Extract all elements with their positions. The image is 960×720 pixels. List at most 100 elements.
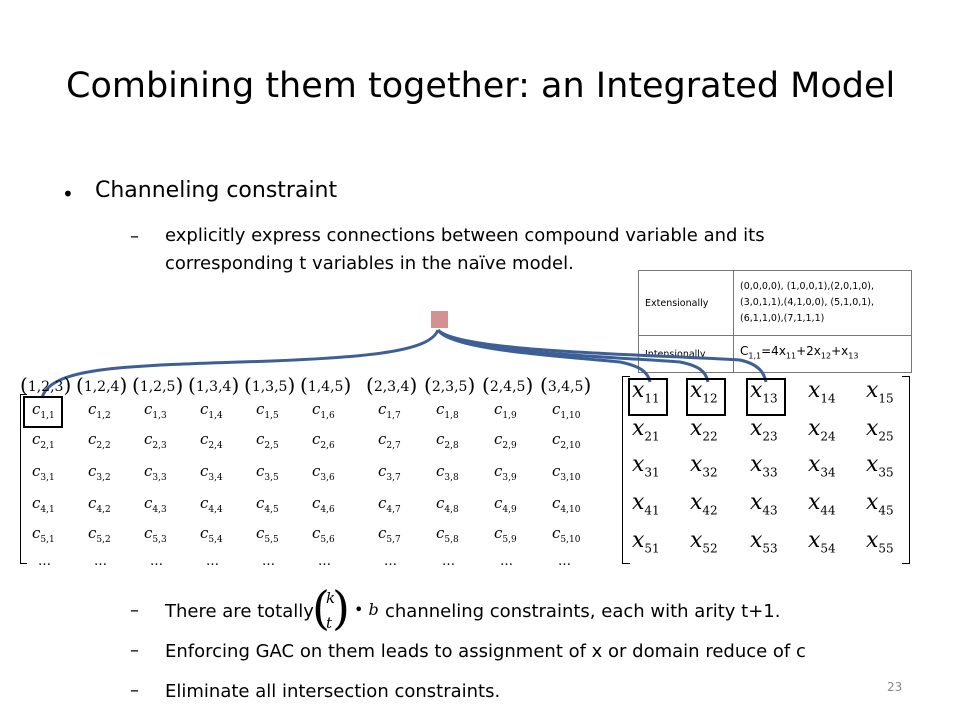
x-cell: x54: [808, 528, 836, 556]
compound-ellipsis: …: [38, 554, 51, 569]
compound-cell: c1,6: [312, 400, 335, 421]
compound-header: (1,3,5): [244, 373, 296, 397]
compound-cell: c3,10: [552, 462, 581, 483]
curve-to-c11: [40, 329, 440, 399]
compound-cell: c1,8: [436, 400, 459, 421]
compound-cell: c3,3: [144, 462, 167, 483]
compound-header: (1,2,3): [20, 373, 72, 397]
x-cell: x44: [808, 490, 836, 518]
compound-cell: c5,3: [144, 524, 167, 545]
compound-cell: c2,2: [88, 430, 111, 451]
x-highlight-box: [686, 378, 726, 416]
compound-cell: c3,5: [256, 462, 279, 483]
binom-multiplier: • b: [354, 600, 379, 619]
x-cell: x32: [690, 452, 718, 480]
x-cell: x14: [808, 378, 836, 406]
compound-cell: c4,8: [436, 494, 459, 515]
compound-cell: c4,2: [88, 494, 111, 515]
compound-cell: c5,6: [312, 524, 335, 545]
page-title: Combining them together: an Integrated M…: [66, 66, 896, 106]
compound-cell: c3,4: [200, 462, 223, 483]
x-cell: x45: [866, 490, 894, 518]
compound-cell: c5,8: [436, 524, 459, 545]
x-highlight-box: [628, 378, 668, 416]
compound-cell: c3,7: [378, 462, 401, 483]
compound-header: (1,2,5): [132, 373, 184, 397]
x-cell: x43: [750, 490, 778, 518]
constraint-definition-table: Extensionally (0,0,0,0), (1,0,0,1),(2,0,…: [638, 270, 912, 373]
x-cell: x22: [690, 416, 718, 444]
compound-cell: c2,7: [378, 430, 401, 451]
compound-ellipsis: …: [558, 554, 571, 569]
dash-marker: –: [130, 680, 139, 701]
compound-cell: c4,10: [552, 494, 581, 515]
compound-cell: c4,7: [378, 494, 401, 515]
x-cell: x21: [632, 416, 660, 444]
dash-marker: –: [130, 226, 139, 247]
compound-header: (1,2,4): [76, 373, 128, 397]
compound-ellipsis: …: [150, 554, 163, 569]
compound-cell: c1,5: [256, 400, 279, 421]
compound-cell: c5,1: [32, 524, 55, 545]
compound-cell: c2,3: [144, 430, 167, 451]
compound-cell: c5,2: [88, 524, 111, 545]
compound-cell: c2,5: [256, 430, 279, 451]
binomial-coefficient: ( k t ): [312, 581, 350, 635]
compound-cell: c4,3: [144, 494, 167, 515]
left-bracket: [20, 394, 27, 564]
binom-top: k: [326, 589, 336, 607]
compound-cell: c1,9: [494, 400, 517, 421]
sub-bullet-explicit: explicitly express connections between c…: [165, 225, 765, 274]
compound-header: (3,4,5): [540, 373, 592, 397]
x-cell: x35: [866, 452, 894, 480]
x-right-bracket: [902, 376, 910, 564]
compound-cell: c3,6: [312, 462, 335, 483]
curve-to-x12: [436, 328, 710, 383]
x-cell: x24: [808, 416, 836, 444]
x-cell: x23: [750, 416, 778, 444]
page-number: 23: [887, 680, 903, 694]
compound-cell: c4,4: [200, 494, 223, 515]
compound-cell: c3,8: [436, 462, 459, 483]
compound-cell: c5,7: [378, 524, 401, 545]
compound-cell: c3,9: [494, 462, 517, 483]
curve-to-x13: [436, 328, 768, 383]
x-highlight-box: [746, 378, 786, 416]
compound-cell: c5,5: [256, 524, 279, 545]
compound-cell: c1,2: [88, 400, 111, 421]
compound-cell: c5,9: [494, 524, 517, 545]
x-cell: x55: [866, 528, 894, 556]
sub-bullet-gac: Enforcing GAC on them leads to assignmen…: [165, 641, 806, 662]
compound-ellipsis: …: [262, 554, 275, 569]
binom-bottom: t: [326, 614, 333, 632]
x-cell: x33: [750, 452, 778, 480]
bullet-marker: •: [62, 182, 74, 206]
x-cell: x31: [632, 452, 660, 480]
compound-ellipsis: …: [384, 554, 397, 569]
x-cell: x53: [750, 528, 778, 556]
sub-bullet-totally: There are totally: [165, 601, 314, 622]
compound-cell: c4,6: [312, 494, 335, 515]
dash-marker: –: [130, 600, 139, 621]
compound-cell: c2,10: [552, 430, 581, 451]
compound-ellipsis: …: [318, 554, 331, 569]
compound-header: (2,4,5): [482, 373, 534, 397]
compound-cell: c3,2: [88, 462, 111, 483]
x-cell: x11: [632, 378, 660, 406]
compound-cell: c2,8: [436, 430, 459, 451]
compound-cell: c2,9: [494, 430, 517, 451]
x-cell: x52: [690, 528, 718, 556]
x-cell: x42: [690, 490, 718, 518]
compound-cell: c1,3: [144, 400, 167, 421]
x-cell: x13: [750, 378, 778, 406]
compound-cell: c2,6: [312, 430, 335, 451]
compound-cell: c5,4: [200, 524, 223, 545]
dash-marker: –: [130, 640, 139, 661]
compound-ellipsis: …: [94, 554, 107, 569]
compound-cell: c1,10: [552, 400, 581, 421]
channeling-node: [431, 311, 448, 328]
compound-ellipsis: …: [500, 554, 513, 569]
sub-bullet-eliminate: Eliminate all intersection constraints.: [165, 681, 501, 702]
compound-cell: c5,10: [552, 524, 581, 545]
